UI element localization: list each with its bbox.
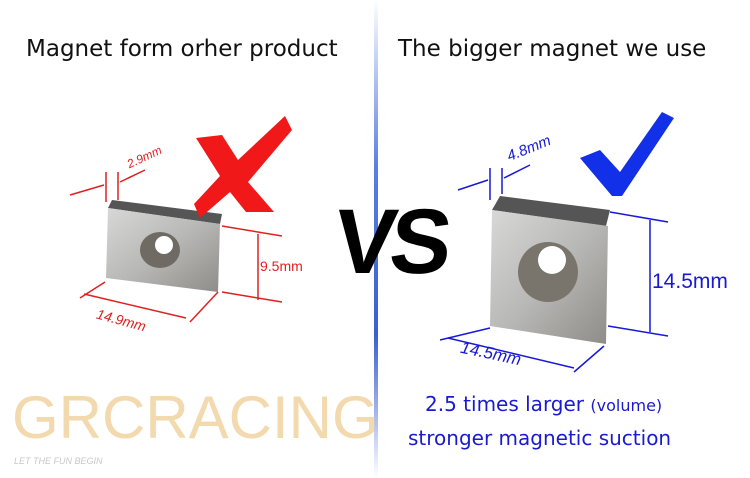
caption-suction: stronger magnetic suction [408,426,672,450]
small-height-label: 9.5mm [260,258,303,274]
caption-line1: 2.5 times larger [425,392,585,416]
right-title: The bigger magnet we use [398,36,707,62]
small-magnet [106,200,222,292]
cross-icon [194,116,292,218]
divider [374,0,378,478]
large-height-label: 14.5mm [652,270,728,293]
caption-note: (volume) [590,396,663,415]
watermark: GRCRACING [12,384,379,451]
check-icon [580,112,674,196]
vs-label: VS [329,191,452,293]
watermark-tagline: LET THE FUN BEGIN [14,456,103,466]
large-magnet [490,196,610,344]
left-title: Magnet form orher product [26,36,338,62]
small-dimensions [69,169,283,323]
caption-volume: 2.5 times larger (volume) [425,392,662,416]
large-dimensions [439,164,669,373]
